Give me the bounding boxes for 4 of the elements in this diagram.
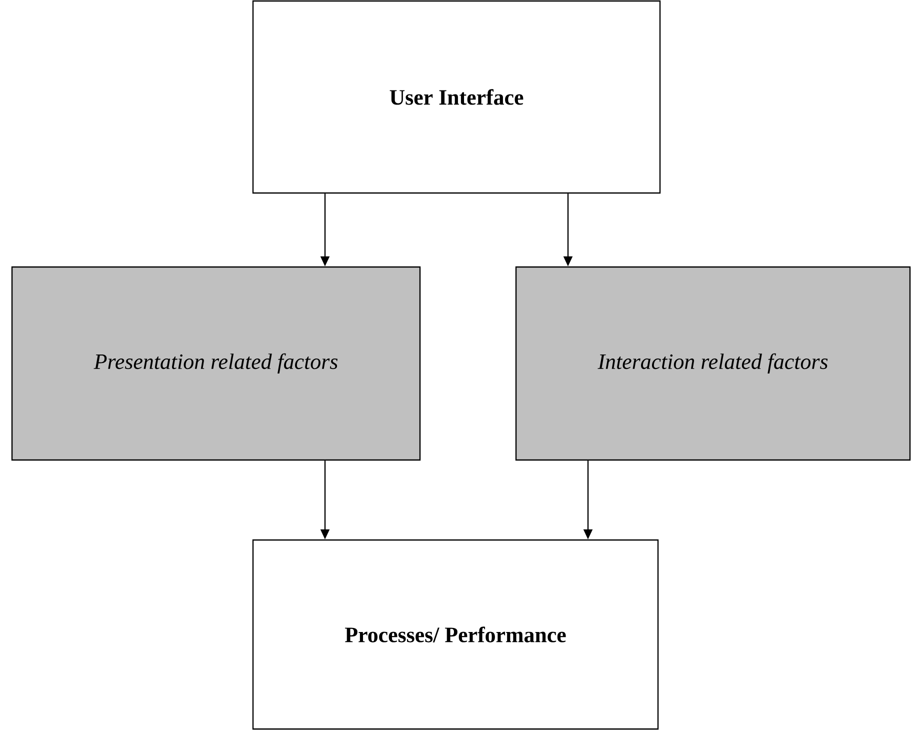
factor-box: Presentation related factors	[11, 266, 421, 461]
factor-box: Interaction related factors	[515, 266, 911, 461]
process-box: Processes/ Performance	[252, 539, 659, 730]
process-box: User Interface	[252, 0, 661, 194]
